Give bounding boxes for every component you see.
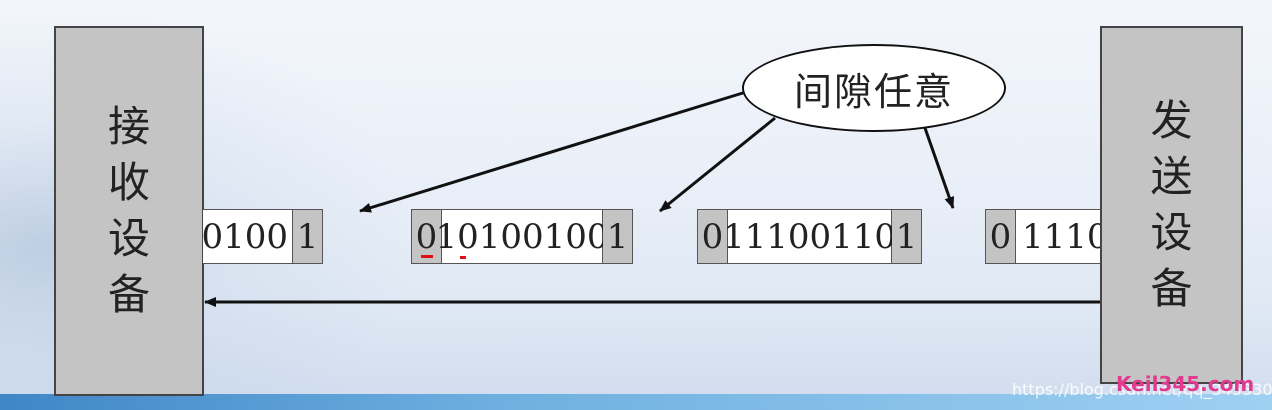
frame-data-bits: 00100 (203, 210, 293, 263)
frame-start-bit: 0 (986, 210, 1015, 263)
frame-start-bit: 0 (698, 210, 727, 263)
receiver-label-char: 收 (107, 158, 150, 207)
frame-data-bits: 1110 (1015, 210, 1105, 263)
frame-start-bit: 0 (412, 210, 441, 263)
data-frame-2: 0 10100100 1 (411, 209, 633, 264)
receiver-label-char: 接 (107, 102, 150, 151)
data-frame-1: 00100 1 (203, 209, 323, 264)
gap-arrow-right (923, 127, 955, 209)
frame-data-bits: 11100110 (723, 210, 896, 263)
gap-arrow-middle (659, 116, 776, 213)
frame-stop-bit: 1 (603, 210, 632, 263)
watermark-logo: Keil345.com (1116, 372, 1255, 396)
red-underline-mark (421, 255, 433, 258)
red-underline-mark (460, 256, 466, 259)
gap-callout-text: 间隙任意 (793, 69, 954, 114)
receiver-device: 接 收 设 备 (54, 26, 204, 396)
receiver-label-char: 设 (107, 214, 150, 263)
sender-label-char: 送 (1150, 152, 1193, 201)
frame-data-bits: 10100100 (435, 210, 609, 263)
frame-stop-bit: 1 (892, 210, 921, 263)
gap-callout-bubble: 间隙任意 (742, 44, 1006, 132)
sender-label-char: 设 (1150, 208, 1193, 257)
sender-label-char: 发 (1150, 96, 1193, 145)
frame-stop-bit: 1 (293, 210, 322, 263)
data-frame-4: 0 1110 (985, 209, 1105, 264)
data-frame-3: 0 11100110 1 (697, 209, 922, 264)
sender-device: 发 送 设 备 (1100, 26, 1243, 384)
receiver-label-char: 备 (107, 270, 150, 319)
sender-label-char: 备 (1150, 264, 1193, 313)
gap-arrow-left (359, 90, 747, 213)
watermark-url: https://blog.csdn.net/qq_34533020 (1012, 380, 1272, 399)
